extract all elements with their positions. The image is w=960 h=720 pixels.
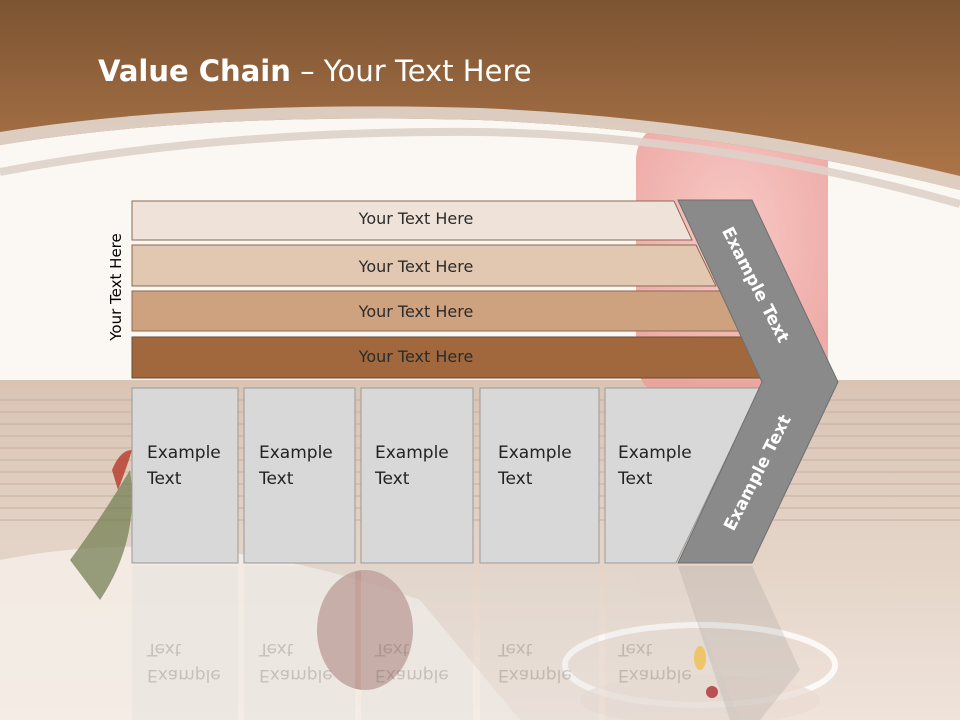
side-label: Your Text Here bbox=[107, 233, 125, 341]
row-label: Your Text Here bbox=[358, 302, 474, 321]
title-bold: Value Chain bbox=[98, 54, 291, 88]
row-label: Your Text Here bbox=[358, 209, 474, 228]
value-chain-row bbox=[131, 244, 717, 287]
activity-box bbox=[360, 387, 474, 564]
activity-box bbox=[604, 387, 761, 564]
row-label: Your Text Here bbox=[358, 347, 474, 366]
margin-chevron bbox=[677, 199, 839, 564]
slide-title: Value Chain – Your Text Here bbox=[98, 54, 532, 88]
title-rest: – Your Text Here bbox=[290, 54, 532, 88]
activity-box bbox=[479, 387, 600, 564]
activity-box bbox=[243, 387, 356, 564]
row-label: Your Text Here bbox=[358, 257, 474, 276]
activity-box bbox=[131, 387, 239, 564]
value-chain-row bbox=[131, 200, 693, 241]
